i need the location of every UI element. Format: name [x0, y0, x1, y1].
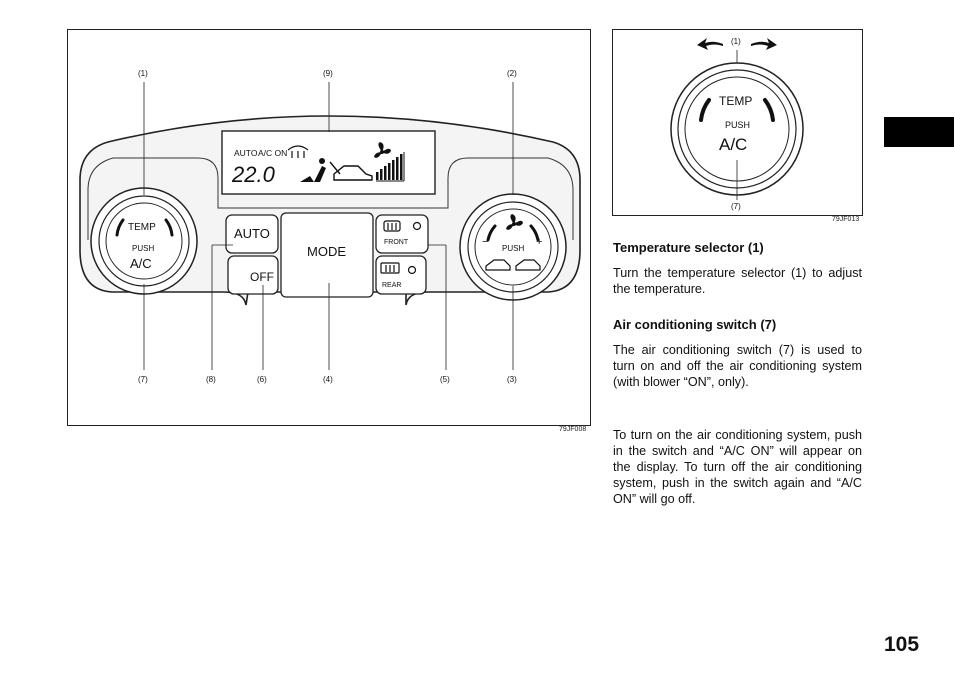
side-figure: TEMP PUSH A/C (1) (7)	[612, 29, 863, 216]
left-temperature-knob[interactable]	[90, 187, 198, 295]
rotate-left-arrow	[697, 38, 723, 50]
car-display-icon	[329, 161, 373, 181]
callout-6: (6)	[257, 375, 267, 384]
callout-leader-lines	[143, 82, 514, 370]
fan-display-icon	[374, 142, 391, 158]
ac-temperature-knob[interactable]	[670, 62, 804, 196]
rear-defrost-icon	[380, 262, 417, 275]
right-knob-plus: +	[536, 236, 542, 248]
auto-button[interactable]	[225, 214, 279, 254]
auto-button-label: AUTO	[234, 226, 270, 241]
side-knob-ac-label: A/C	[719, 135, 747, 154]
callout-5: (5)	[440, 375, 450, 384]
callout-4: (4)	[323, 375, 333, 384]
temperature-selector-heading: Temperature selector (1)	[613, 240, 764, 255]
display-screen	[221, 130, 436, 195]
right-knob-minus: −	[482, 236, 488, 248]
temperature-selector-text: Turn the temperature selector (1) to adj…	[613, 266, 862, 296]
side-knob-push-label: PUSH	[725, 120, 750, 130]
display-ac-on-text: A/C ON	[258, 148, 287, 158]
mode-button-label: MODE	[307, 244, 346, 259]
side-callout-1: (1)	[731, 37, 741, 46]
callout-9: (9)	[323, 69, 333, 78]
display-auto-text: AUTO	[234, 148, 258, 158]
temp-knob-illustration: TEMP PUSH A/C (1) (7)	[670, 37, 804, 211]
off-button-label: OFF	[250, 270, 274, 284]
side-figure-code: 79JF013	[832, 216, 860, 223]
right-knob-push-label: PUSH	[502, 244, 524, 253]
fan-speed-bars	[376, 152, 405, 182]
person-display-icon	[300, 158, 326, 182]
off-button[interactable]	[227, 255, 279, 295]
callout-3: (3)	[507, 375, 517, 384]
ac-switch-text-1: The air conditioning switch (7) is used …	[613, 343, 862, 389]
ac-switch-heading: Air conditioning switch (7)	[613, 317, 777, 332]
front-defrost-button[interactable]	[375, 214, 429, 254]
callout-2: (2)	[507, 69, 517, 78]
rear-button-label: REAR	[382, 282, 401, 289]
callout-7: (7)	[138, 375, 148, 384]
display-temp-text: 22.0	[231, 162, 276, 187]
main-figure-code: 79JF008	[559, 426, 587, 433]
main-figure: AUTO A/C ON 22.0 TEMP PUSH A/C	[67, 29, 591, 426]
defrost-display-icon	[287, 145, 309, 158]
rotate-right-arrow	[751, 38, 777, 50]
mode-button[interactable]	[280, 212, 374, 298]
car-recirc-icon	[485, 259, 541, 271]
side-knob-temp-label: TEMP	[719, 94, 752, 108]
front-defrost-icon	[383, 220, 422, 232]
page-number: 105	[884, 633, 920, 656]
left-knob-ac-label: A/C	[130, 256, 152, 271]
front-button-label: FRONT	[384, 239, 409, 246]
callout-1: (1)	[138, 69, 148, 78]
climate-panel-illustration: AUTO A/C ON 22.0 TEMP PUSH A/C	[79, 69, 581, 384]
fan-icon	[506, 214, 523, 230]
side-callout-7: (7)	[731, 202, 741, 211]
left-knob-push-label: PUSH	[132, 244, 154, 253]
ac-switch-text-2: To turn on the air conditioning system, …	[613, 428, 862, 506]
rear-defrost-button[interactable]	[375, 255, 427, 295]
section-tab-marker	[884, 117, 954, 147]
left-knob-temp-label: TEMP	[128, 222, 156, 233]
callout-8: (8)	[206, 375, 216, 384]
